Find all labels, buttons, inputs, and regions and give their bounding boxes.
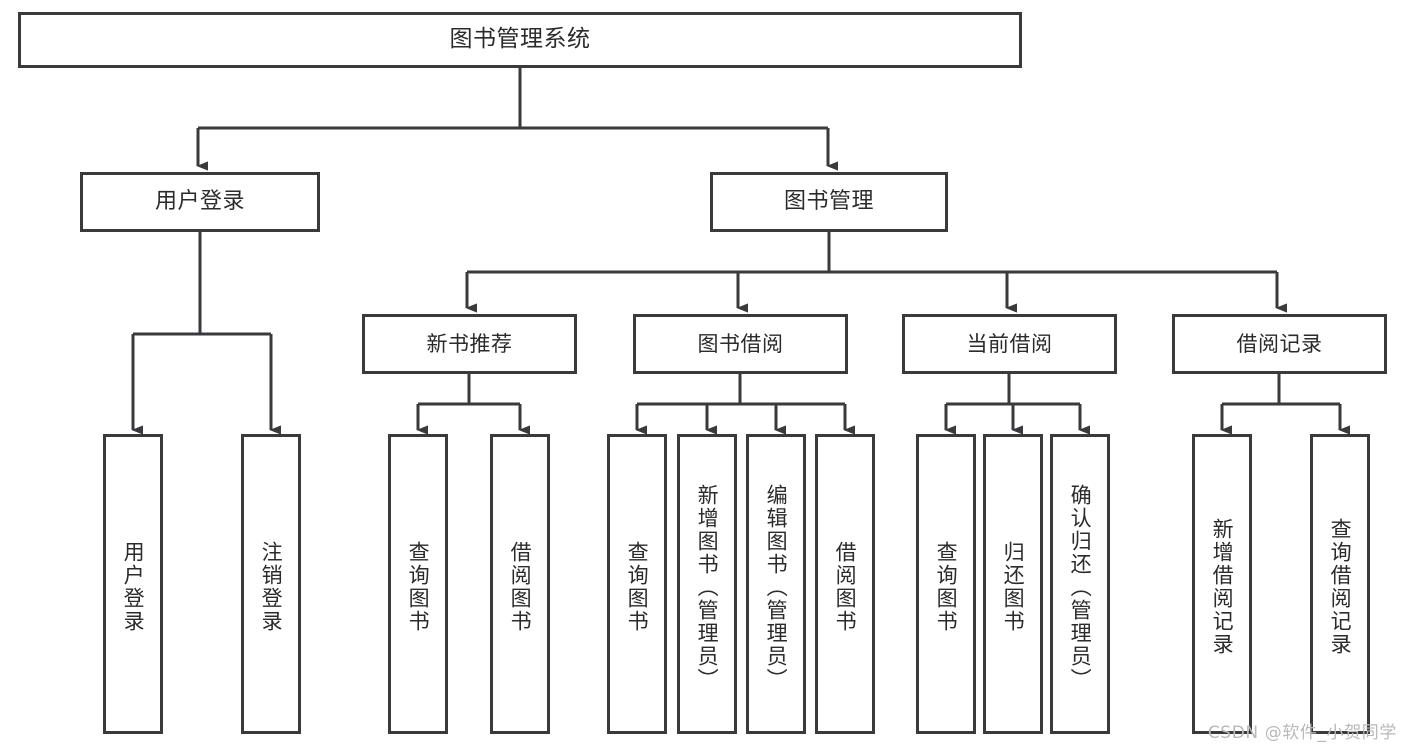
node-current-borrow[interactable]: 当前借阅 — [902, 314, 1117, 374]
node-borrow-record[interactable]: 借阅记录 — [1172, 314, 1387, 374]
leaf-return-book[interactable]: 归还图书 — [983, 434, 1043, 734]
node-label: 当前借阅 — [966, 331, 1053, 356]
node-label: 用户登录 — [154, 188, 245, 214]
node-label: 用户登录 — [121, 541, 146, 633]
node-new-book-recommend[interactable]: 新书推荐 — [362, 314, 577, 374]
leaf-borrow-book-recommend[interactable]: 借阅图书 — [490, 434, 550, 734]
leaf-add-borrow-record[interactable]: 新增借阅记录 — [1192, 434, 1252, 734]
node-label: 图书管理系统 — [449, 26, 591, 53]
node-label: 图书管理 — [783, 188, 874, 214]
node-label: 注销登录 — [259, 541, 284, 633]
node-root-system[interactable]: 图书管理系统 — [18, 12, 1022, 68]
node-label: 查询图书 — [625, 541, 650, 633]
node-book-borrow[interactable]: 图书借阅 — [633, 314, 848, 374]
leaf-query-borrow-record[interactable]: 查询借阅记录 — [1310, 434, 1370, 734]
leaf-user-login[interactable]: 用户登录 — [103, 434, 163, 734]
node-label: 借阅图书 — [833, 541, 858, 633]
node-label: 编辑图书（管理员） — [764, 483, 789, 691]
node-book-management[interactable]: 图书管理 — [710, 172, 948, 232]
node-label: 查询借阅记录 — [1328, 518, 1353, 656]
leaf-query-book-current[interactable]: 查询图书 — [916, 434, 976, 734]
leaf-edit-book-admin[interactable]: 编辑图书（管理员） — [746, 434, 806, 734]
node-label: 确认归还（管理员） — [1068, 483, 1093, 691]
node-label: 新增借阅记录 — [1210, 518, 1235, 656]
node-label: 新书推荐 — [426, 331, 513, 356]
leaf-add-book-admin[interactable]: 新增图书（管理员） — [677, 434, 737, 734]
leaf-query-book-recommend[interactable]: 查询图书 — [388, 434, 448, 734]
leaf-confirm-return-admin[interactable]: 确认归还（管理员） — [1050, 434, 1110, 734]
leaf-logout-login[interactable]: 注销登录 — [241, 434, 301, 734]
node-label: 归还图书 — [1001, 541, 1026, 633]
node-label: 新增图书（管理员） — [695, 483, 720, 691]
leaf-borrow-book[interactable]: 借阅图书 — [815, 434, 875, 734]
csdn-watermark: CSDN @软件_小贺同学 — [1207, 723, 1397, 743]
node-label: 借阅记录 — [1236, 331, 1323, 356]
node-label: 查询图书 — [406, 541, 431, 633]
node-label: 查询图书 — [934, 541, 959, 633]
node-user-login[interactable]: 用户登录 — [80, 172, 320, 232]
node-label: 借阅图书 — [508, 541, 533, 633]
leaf-query-book-borrow[interactable]: 查询图书 — [607, 434, 667, 734]
node-label: 图书借阅 — [697, 331, 784, 356]
